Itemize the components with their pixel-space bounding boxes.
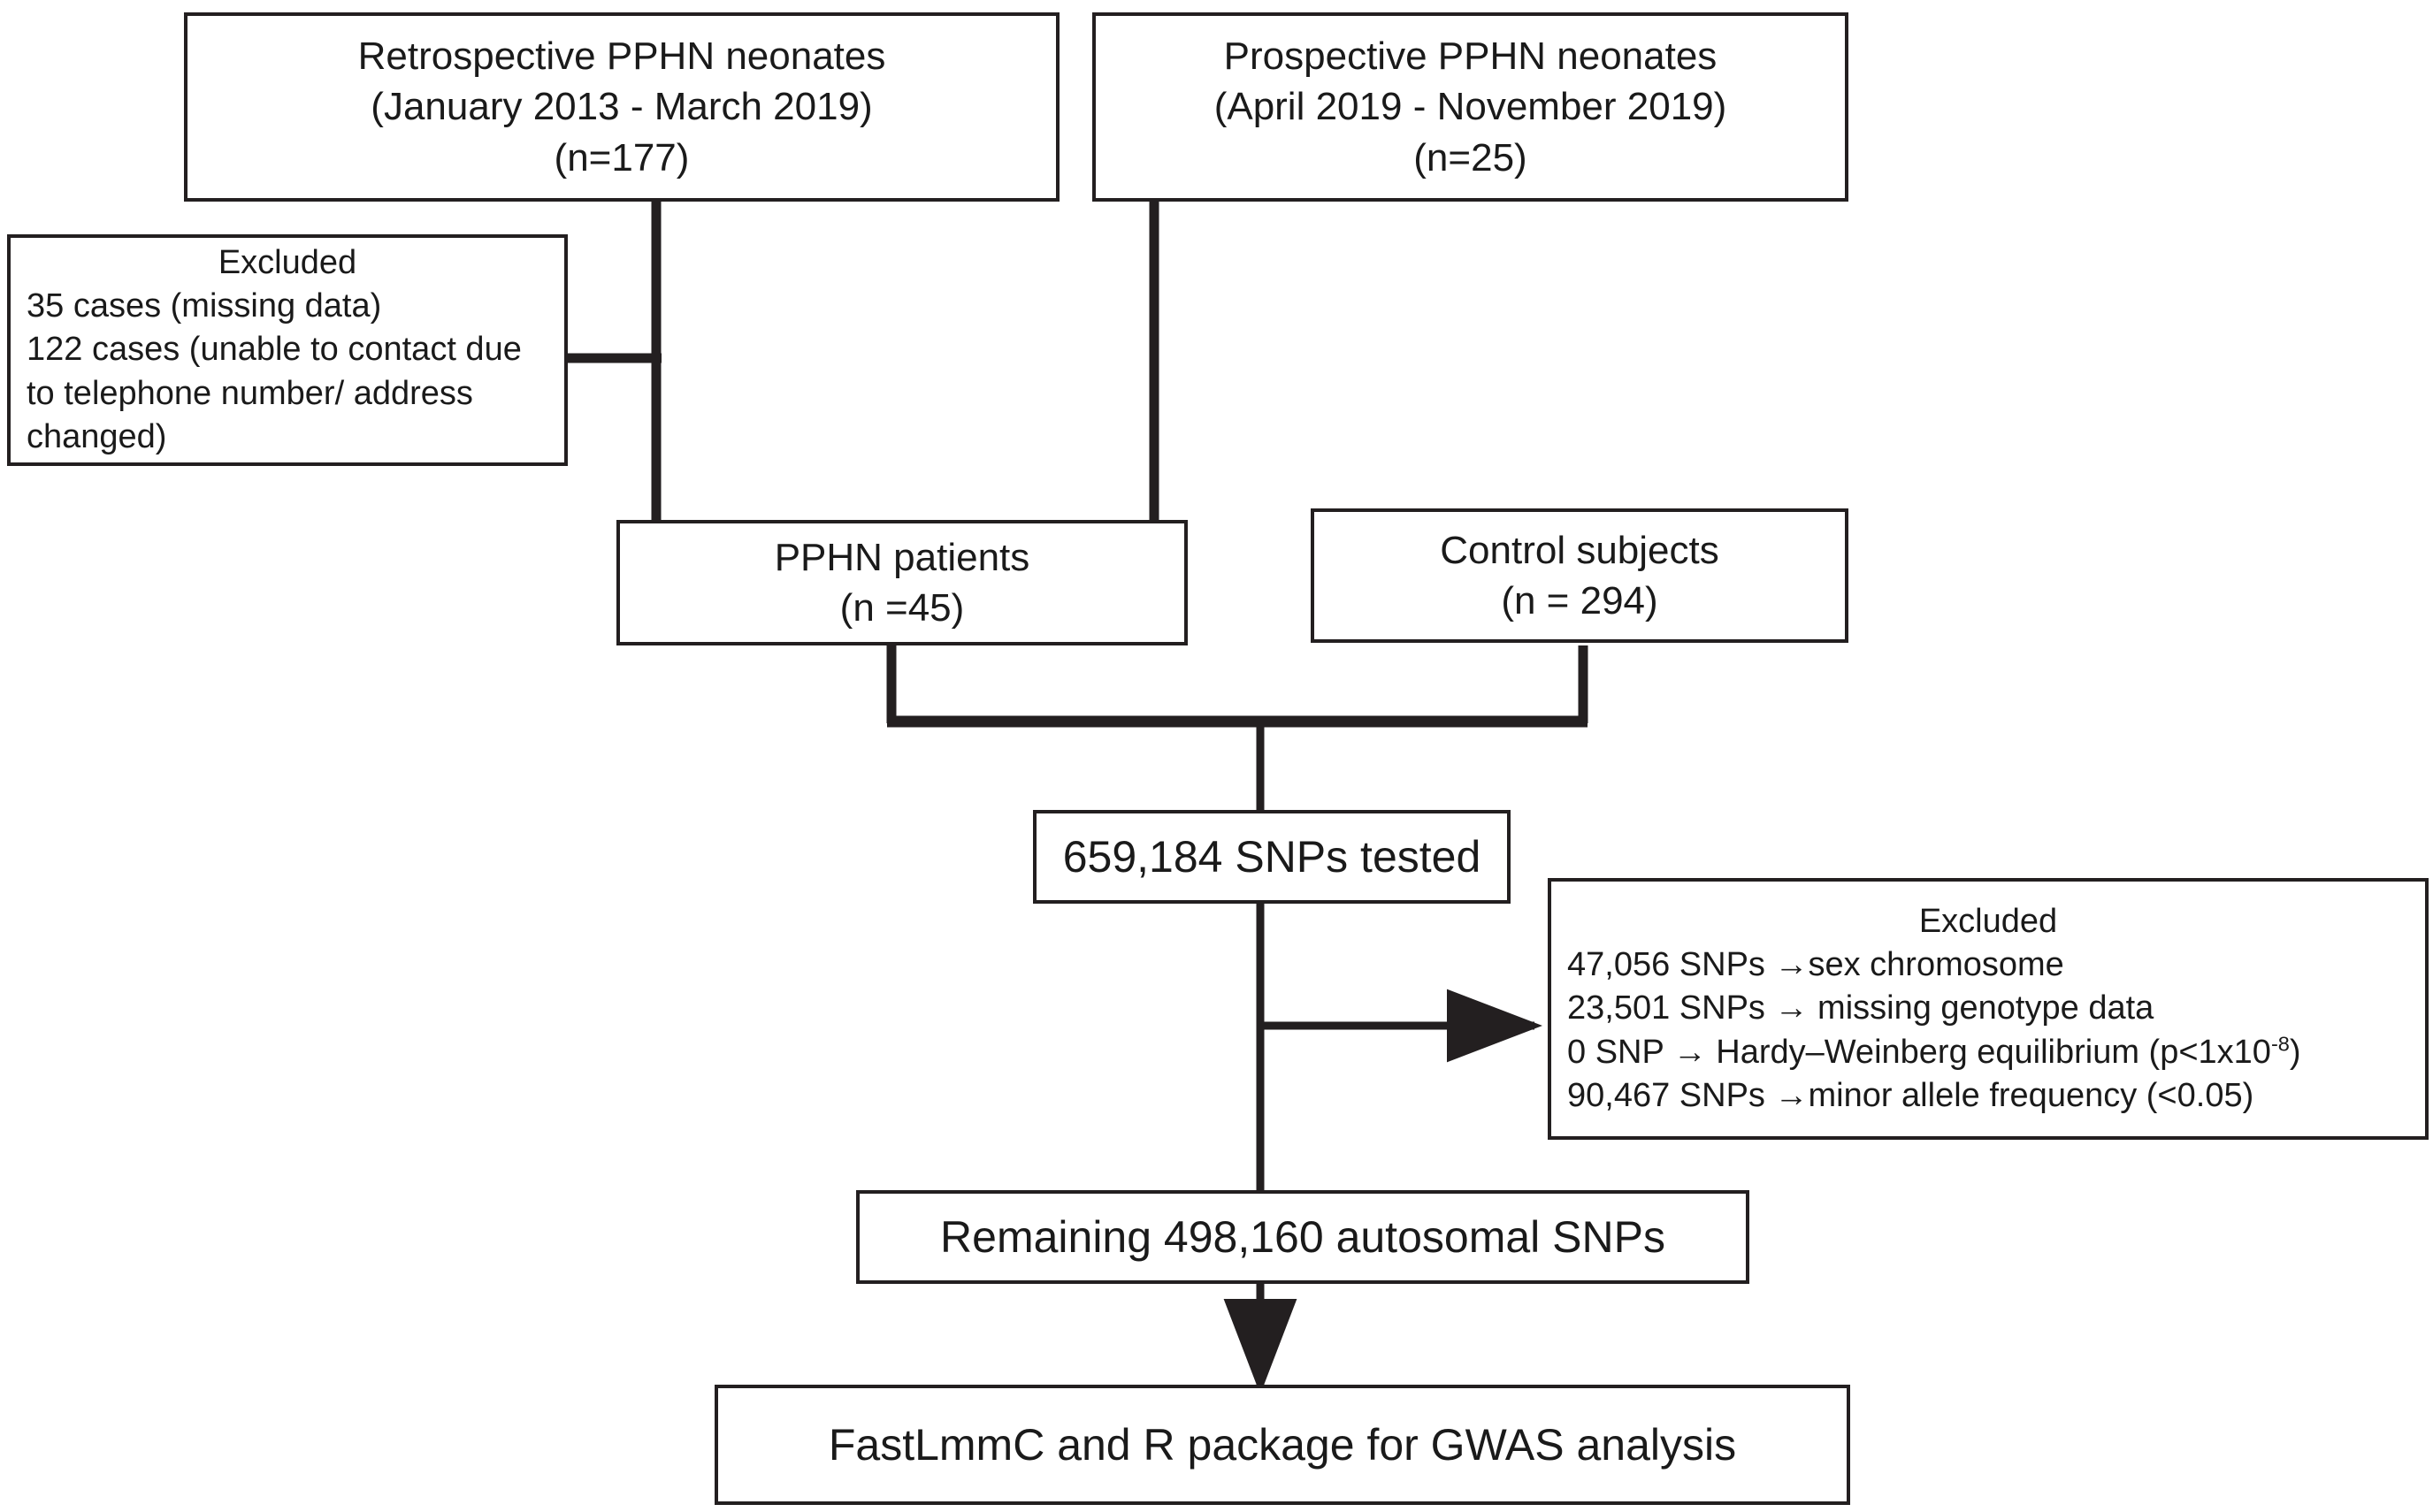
node-control-subjects: Control subjects (n = 294) <box>1311 508 1848 643</box>
node-retrospective-pphn-neonates: Retrospective PPHN neonates (January 201… <box>184 12 1060 202</box>
excluded-cases-line-3: to telephone number/ address <box>27 374 473 412</box>
excluded-cases-line-1: 35 cases (missing data) <box>27 286 382 325</box>
node-pphn-patients: PPHN patients (n =45) <box>616 520 1188 645</box>
node-prospective-pphn-neonates: Prospective PPHN neonates (April 2019 - … <box>1092 12 1848 202</box>
retrospective-line-1: Retrospective PPHN neonates <box>357 34 886 79</box>
excluded-snps-line-3-suffix: ) <box>2289 1033 2301 1071</box>
prospective-line-1: Prospective PPHN neonates <box>1223 34 1718 79</box>
excluded-snps-line-1: 47,056 SNPs →sex chromosome <box>1567 945 2064 983</box>
pphn-patients-line-2: (n =45) <box>839 586 965 630</box>
retrospective-line-3: (n=177) <box>554 135 690 179</box>
excluded-snps-line-4: 90,467 SNPs →minor allele frequency (<0.… <box>1567 1077 2254 1115</box>
excluded-snps-title: Excluded <box>1918 902 2058 940</box>
control-subjects-line-1: Control subjects <box>1440 528 1719 572</box>
retrospective-line-2: (January 2013 - March 2019) <box>371 85 873 129</box>
excluded-snps-line-3-prefix: 0 SNP → Hardy–Weinberg equilibrium (p<1x… <box>1567 1033 2271 1071</box>
prospective-line-2: (April 2019 - November 2019) <box>1213 85 1727 129</box>
remaining-snps-line-1: Remaining 498,160 autosomal SNPs <box>940 1211 1665 1262</box>
control-subjects-line-2: (n = 294) <box>1501 579 1658 622</box>
excluded-cases-line-2: 122 cases (unable to contact due <box>27 331 522 369</box>
prospective-line-3: (n=25) <box>1413 135 1527 179</box>
snps-tested-line-1: 659,184 SNPs tested <box>1062 831 1481 882</box>
gwas-analysis-line-1: FastLmmC and R package for GWAS analysis <box>828 1419 1737 1470</box>
pphn-patients-line-1: PPHN patients <box>774 535 1030 579</box>
excluded-snps-line-2: 23,501 SNPs → missing genotype data <box>1567 989 2154 1027</box>
excluded-snps-line-3: 0 SNP → Hardy–Weinberg equilibrium (p<1x… <box>1567 1031 2409 1074</box>
excluded-snps-line-3-superscript: -8 <box>2270 1032 2290 1056</box>
excluded-cases-line-4: changed) <box>27 418 167 456</box>
excluded-cases-title: Excluded <box>218 243 357 281</box>
node-snps-tested: 659,184 SNPs tested <box>1033 810 1511 904</box>
node-excluded-cases: Excluded 35 cases (missing data) 122 cas… <box>7 234 568 466</box>
node-excluded-snps: Excluded 47,056 SNPs →sex chromosome 23,… <box>1548 878 2429 1140</box>
node-remaining-snps: Remaining 498,160 autosomal SNPs <box>856 1190 1749 1284</box>
node-gwas-analysis: FastLmmC and R package for GWAS analysis <box>715 1385 1850 1505</box>
